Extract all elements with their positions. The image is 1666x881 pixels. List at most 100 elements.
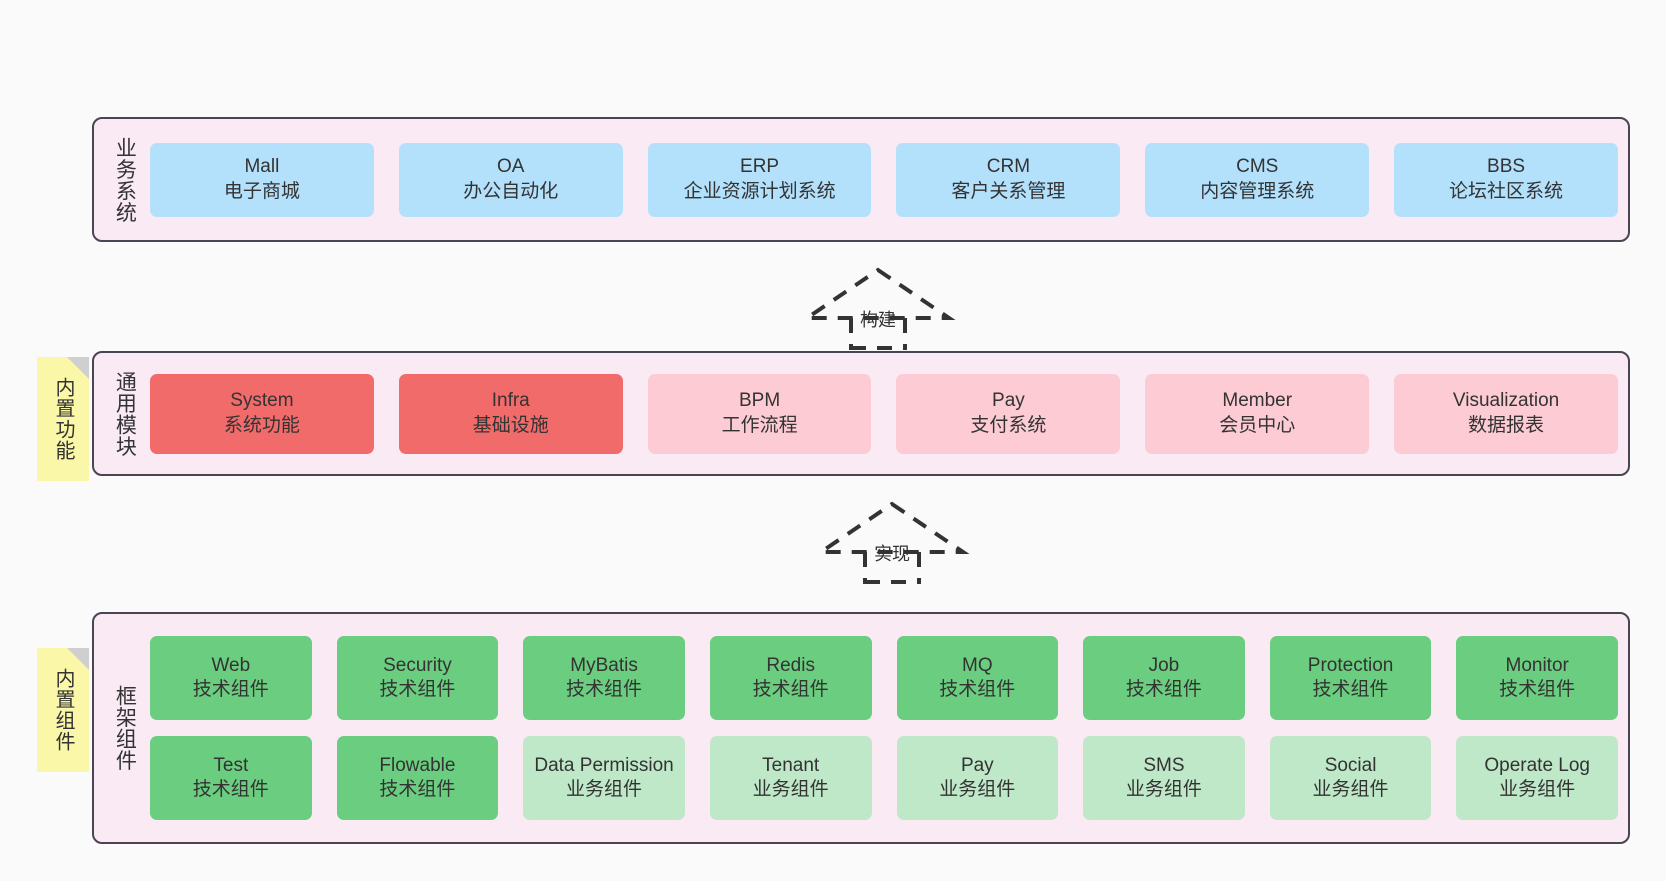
- module-name: CRM: [986, 156, 1031, 178]
- module-name: Pay: [992, 390, 1025, 412]
- layer-title-common-module: 通用模块: [113, 370, 137, 457]
- component-card-flowable[interactable]: Flowable 技术组件: [336, 736, 499, 820]
- module-card-infra[interactable]: Infra 基础设施: [398, 373, 623, 454]
- module-card-mall[interactable]: Mall 电子商城: [150, 142, 374, 217]
- component-desc: 业务组件: [939, 779, 1016, 800]
- component-name: Redis: [766, 654, 815, 676]
- module-desc: 支付系统: [970, 414, 1047, 436]
- component-desc: 技术组件: [192, 679, 269, 700]
- module-desc: 内容管理系统: [1200, 180, 1315, 202]
- component-card-tenant[interactable]: Tenant 业务组件: [709, 736, 872, 820]
- layer-body-framework-component: Web 技术组件 Security 技术组件 MyBatis 技术组件 Redi…: [150, 620, 1618, 836]
- generalization-arrow-icon: [814, 501, 970, 584]
- module-desc: 基础设施: [472, 414, 549, 436]
- component-desc: 业务组件: [1125, 779, 1202, 800]
- component-desc: 技术组件: [939, 679, 1016, 700]
- component-desc: 技术组件: [379, 779, 456, 800]
- component-card-pay[interactable]: Pay 业务组件: [896, 736, 1059, 820]
- note-fold-corner-icon: [67, 648, 89, 670]
- component-desc: 技术组件: [1125, 679, 1202, 700]
- layer-row: Mall 电子商城 OA 办公自动化 ERP 企业资源计划系统 CRM 客户关系…: [150, 142, 1618, 217]
- sticky-note-builtin-component: 内置组件: [37, 648, 89, 772]
- component-desc: 技术组件: [1312, 679, 1389, 700]
- component-name: MyBatis: [570, 654, 638, 676]
- component-desc: 技术组件: [752, 679, 829, 700]
- generalization-arrow-icon: [800, 267, 956, 350]
- connector-build: 构建: [800, 266, 956, 350]
- component-name: Tenant: [762, 754, 820, 776]
- connector-implement: 实现: [814, 500, 970, 584]
- module-card-cms[interactable]: CMS 内容管理系统: [1145, 142, 1370, 217]
- component-card-sms[interactable]: SMS 业务组件: [1083, 736, 1245, 820]
- component-name: Monitor: [1505, 654, 1569, 676]
- component-name: Flowable: [379, 754, 456, 776]
- sticky-note-label: 内置功能: [52, 377, 74, 461]
- module-name: BBS: [1487, 156, 1526, 178]
- module-desc: 系统功能: [223, 414, 300, 436]
- module-card-member[interactable]: Member 会员中心: [1145, 373, 1370, 454]
- module-card-erp[interactable]: ERP 企业资源计划系统: [647, 142, 872, 217]
- layer-row: Web 技术组件 Security 技术组件 MyBatis 技术组件 Redi…: [150, 636, 1618, 720]
- module-desc: 办公自动化: [463, 180, 559, 202]
- component-card-data-permission[interactable]: Data Permission 业务组件: [523, 736, 685, 820]
- sticky-note-label: 内置组件: [52, 668, 74, 752]
- layer-body-common-module: System 系统功能 Infra 基础设施 BPM 工作流程 Pay 支付系统…: [150, 359, 1618, 468]
- component-card-monitor[interactable]: Monitor 技术组件: [1456, 636, 1618, 720]
- component-desc: 业务组件: [752, 779, 829, 800]
- component-card-web[interactable]: Web 技术组件: [150, 636, 312, 720]
- module-card-crm[interactable]: CRM 客户关系管理: [896, 142, 1121, 217]
- sticky-note-builtin-function: 内置功能: [37, 357, 89, 481]
- component-desc: 业务组件: [1499, 779, 1576, 800]
- module-card-bpm[interactable]: BPM 工作流程: [647, 373, 872, 454]
- component-name: Operate Log: [1484, 754, 1590, 776]
- module-card-bbs[interactable]: BBS 论坛社区系统: [1394, 142, 1618, 217]
- component-card-social[interactable]: Social 业务组件: [1269, 736, 1432, 820]
- note-fold-corner-icon: [67, 357, 89, 379]
- module-card-oa[interactable]: OA 办公自动化: [398, 142, 623, 217]
- module-name: BPM: [738, 390, 781, 412]
- component-name: Data Permission: [534, 754, 674, 776]
- component-card-redis[interactable]: Redis 技术组件: [709, 636, 872, 720]
- component-card-test[interactable]: Test 技术组件: [150, 736, 312, 820]
- component-desc: 业务组件: [1312, 779, 1389, 800]
- component-name: Test: [213, 754, 249, 776]
- connector-label-build: 构建: [860, 310, 896, 330]
- module-name: Infra: [491, 390, 530, 412]
- layer-business-system: 业务系统 Mall 电子商城 OA 办公自动化 ERP 企业资源计划系统 CRM…: [92, 117, 1630, 242]
- component-card-mybatis[interactable]: MyBatis 技术组件: [523, 636, 685, 720]
- component-desc: 技术组件: [192, 779, 269, 800]
- component-name: MQ: [962, 654, 993, 676]
- layer-body-business-system: Mall 电子商城 OA 办公自动化 ERP 企业资源计划系统 CRM 客户关系…: [150, 125, 1618, 234]
- layer-row: System 系统功能 Infra 基础设施 BPM 工作流程 Pay 支付系统…: [150, 373, 1618, 454]
- component-name: Web: [211, 654, 251, 676]
- module-card-system[interactable]: System 系统功能: [150, 373, 374, 454]
- module-desc: 企业资源计划系统: [683, 180, 836, 202]
- module-name: CMS: [1236, 156, 1279, 178]
- layer-title-business-system: 业务系统: [113, 136, 137, 223]
- component-card-job[interactable]: Job 技术组件: [1083, 636, 1245, 720]
- component-name: Protection: [1307, 654, 1394, 676]
- component-name: Social: [1324, 754, 1377, 776]
- module-desc: 会员中心: [1219, 414, 1296, 436]
- layer-row: Test 技术组件 Flowable 技术组件 Data Permission …: [150, 736, 1618, 820]
- module-card-pay[interactable]: Pay 支付系统: [896, 373, 1121, 454]
- module-name: Member: [1222, 390, 1293, 412]
- layer-title-framework-component: 框架组件: [113, 685, 137, 771]
- module-card-visualization[interactable]: Visualization 数据报表: [1394, 373, 1618, 454]
- connector-label-implement: 实现: [874, 544, 910, 564]
- module-desc: 数据报表: [1468, 414, 1545, 436]
- component-card-operate-log[interactable]: Operate Log 业务组件: [1456, 736, 1618, 820]
- module-desc: 工作流程: [721, 414, 798, 436]
- module-desc: 电子商城: [223, 180, 300, 202]
- module-name: Mall: [244, 156, 280, 178]
- module-desc: 客户关系管理: [951, 180, 1066, 202]
- component-desc: 技术组件: [1499, 679, 1576, 700]
- module-name: System: [230, 390, 294, 412]
- component-card-mq[interactable]: MQ 技术组件: [896, 636, 1059, 720]
- module-name: ERP: [740, 156, 780, 178]
- component-card-protection[interactable]: Protection 技术组件: [1269, 636, 1432, 720]
- module-desc: 论坛社区系统: [1449, 180, 1564, 202]
- component-card-security[interactable]: Security 技术组件: [336, 636, 499, 720]
- component-desc: 业务组件: [566, 779, 643, 800]
